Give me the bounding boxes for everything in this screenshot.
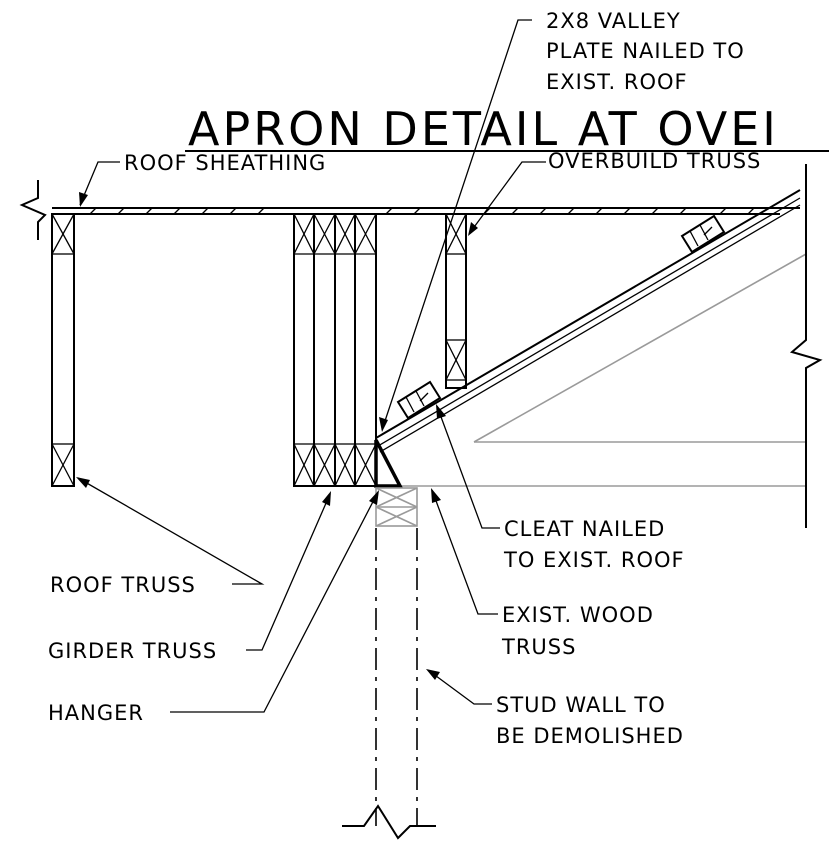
hanger-label: HANGER [48,701,144,725]
left-break-line [19,180,47,240]
roof-truss-member [51,213,75,487]
exist-wood-truss-label-line2: TRUSS [501,635,576,659]
exist-wood-truss-label-line1: EXIST. WOOD [502,603,654,627]
bottom-break-line [342,804,436,840]
roof-sheathing [19,180,800,240]
roof-truss-label: ROOF TRUSS [50,573,196,597]
stud-wall-label-line1: STUD WALL TO [496,693,666,717]
cleat-label-line1: CLEAT NAILED [504,517,665,541]
labels: 2X8 VALLEY PLATE NAILED TO EXIST. ROOF R… [48,9,761,748]
cleat-lower [396,380,442,420]
girder-truss-label: GIRDER TRUSS [48,639,217,663]
stud-wall [342,487,436,840]
cleat-upper [680,214,726,254]
stud-wall-label-line2: BE DEMOLISHED [496,724,684,748]
girder-truss-member [293,213,377,487]
overbuild-truss-label: OVERBUILD TRUSS [548,149,761,173]
cleat-label-line2: TO EXIST. ROOF [503,548,685,572]
overbuild-truss-member [445,213,467,389]
roof-sheathing-label: ROOF SHEATHING [124,151,326,175]
right-break-line [789,164,823,528]
leaders [76,19,546,713]
drawing-title: APRON DETAIL AT OVEI [185,102,829,156]
hanger [374,439,403,488]
valley-plate-label-line3: EXIST. ROOF [546,70,688,94]
sheathing-hatch [89,207,755,215]
title-text: APRON DETAIL AT OVEI [188,102,779,156]
valley-plate-label-line2: PLATE NAILED TO [546,39,745,63]
valley-plate-label-line1: 2X8 VALLEY [546,9,681,33]
existing-roof-slope [375,189,801,453]
existing-wood-truss [376,253,807,487]
